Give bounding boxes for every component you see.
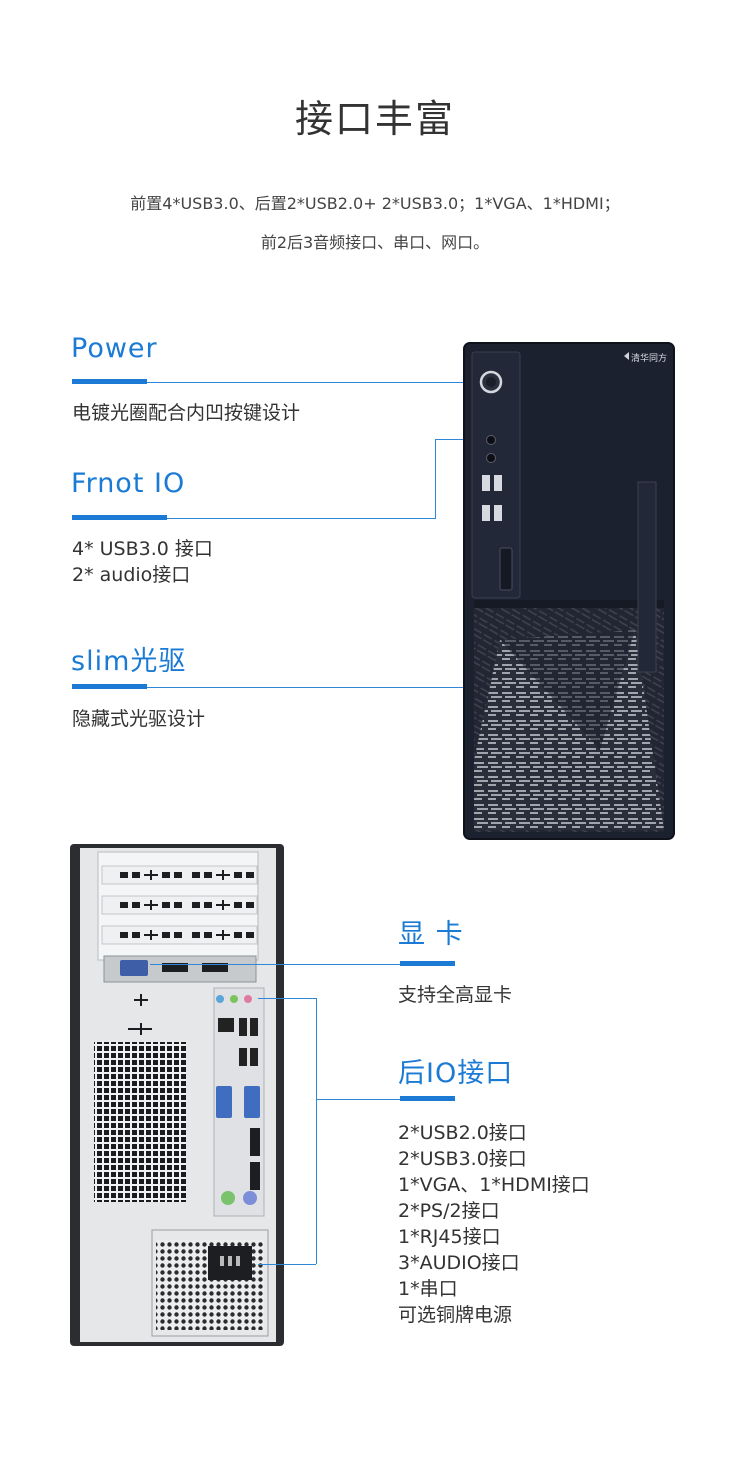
front-io-callout-line bbox=[167, 518, 435, 519]
rear-io-desc-3: 1*VGA、1*HDMI接口 bbox=[398, 1174, 590, 1196]
front-io-desc-1: 4* USB3.0 接口 bbox=[72, 538, 213, 560]
slim-odd-accent-bar bbox=[72, 684, 147, 689]
front-io-desc-2: 2* audio接口 bbox=[72, 564, 191, 586]
rear-io-desc-6: 3*AUDIO接口 bbox=[398, 1252, 520, 1274]
gpu-hdmi-port-icon bbox=[162, 963, 188, 972]
slim-odd-desc: 隐藏式光驱设计 bbox=[72, 708, 206, 730]
audio-line-in-icon bbox=[216, 995, 224, 1003]
hdmi-port-icon bbox=[250, 1128, 260, 1156]
audio-line-out-icon bbox=[230, 995, 238, 1003]
slim-odd-callout-line bbox=[147, 687, 650, 688]
gpu-desc: 支持全高显卡 bbox=[398, 984, 513, 1006]
gpu-vga-port-icon bbox=[120, 960, 148, 976]
brand-logo-icon bbox=[624, 352, 629, 360]
slim-odd-title: slim光驱 bbox=[71, 646, 187, 677]
front-io-accent-bar bbox=[72, 515, 167, 520]
ps2-keyboard-icon bbox=[243, 1191, 257, 1205]
power-accent-bar bbox=[72, 379, 147, 384]
ps2-mouse-icon bbox=[221, 1191, 235, 1205]
expansion-slot-covers bbox=[101, 865, 258, 945]
rear-io-callout-top bbox=[258, 998, 316, 999]
rear-vent-grille bbox=[94, 1042, 186, 1202]
pc-front-image bbox=[463, 342, 675, 840]
gpu-title: 显 卡 bbox=[398, 919, 464, 950]
rear-io-desc-2: 2*USB3.0接口 bbox=[398, 1148, 527, 1170]
headphone-jack-icon bbox=[486, 435, 496, 445]
gpu-callout-line bbox=[150, 964, 400, 965]
power-desc: 电镀光圈配合内凹按键设计 bbox=[72, 402, 301, 424]
brand-logo-text: 清华同方 bbox=[631, 354, 668, 364]
rear-io-desc-5: 1*RJ45接口 bbox=[398, 1226, 501, 1248]
rear-io-title: 后IO接口 bbox=[398, 1058, 514, 1089]
pc-rear-image bbox=[70, 844, 284, 1346]
serial-port-icon bbox=[216, 1086, 232, 1118]
rear-io-desc-4: 2*PS/2接口 bbox=[398, 1200, 500, 1222]
rear-io-desc-7: 1*串口 bbox=[398, 1278, 458, 1300]
rear-io-callout-vertical bbox=[316, 998, 317, 1264]
page-title: 接口丰富 bbox=[294, 97, 455, 141]
power-title: Power bbox=[71, 333, 158, 364]
rear-io-desc-8: 可选铜牌电源 bbox=[398, 1304, 513, 1326]
intro-line-2: 前2后3音频接口、串口、网口。 bbox=[260, 233, 490, 252]
vga-port-icon bbox=[244, 1086, 260, 1118]
gpu-accent-bar bbox=[400, 961, 455, 966]
front-usb-ports-icon bbox=[482, 475, 502, 521]
rear-io-accent-bar bbox=[400, 1096, 455, 1101]
mic-jack-icon bbox=[486, 453, 496, 463]
audio-mic-icon bbox=[244, 995, 252, 1003]
front-io-title: Frnot IO bbox=[71, 468, 186, 499]
rear-io-callout-line bbox=[316, 1099, 400, 1100]
front-io-callout-top bbox=[435, 439, 481, 440]
rj45-port-icon bbox=[218, 1018, 234, 1032]
rear-usb-ports-icon bbox=[239, 1048, 247, 1066]
intro-line-1: 前置4*USB3.0、后置2*USB2.0+ 2*USB3.0；1*VGA、1*… bbox=[130, 194, 620, 213]
rear-io-desc-1: 2*USB2.0接口 bbox=[398, 1122, 527, 1144]
rear-io-callout-bottom bbox=[258, 1264, 316, 1265]
power-callout-line bbox=[147, 382, 482, 383]
front-io-callout-vertical bbox=[435, 439, 436, 519]
